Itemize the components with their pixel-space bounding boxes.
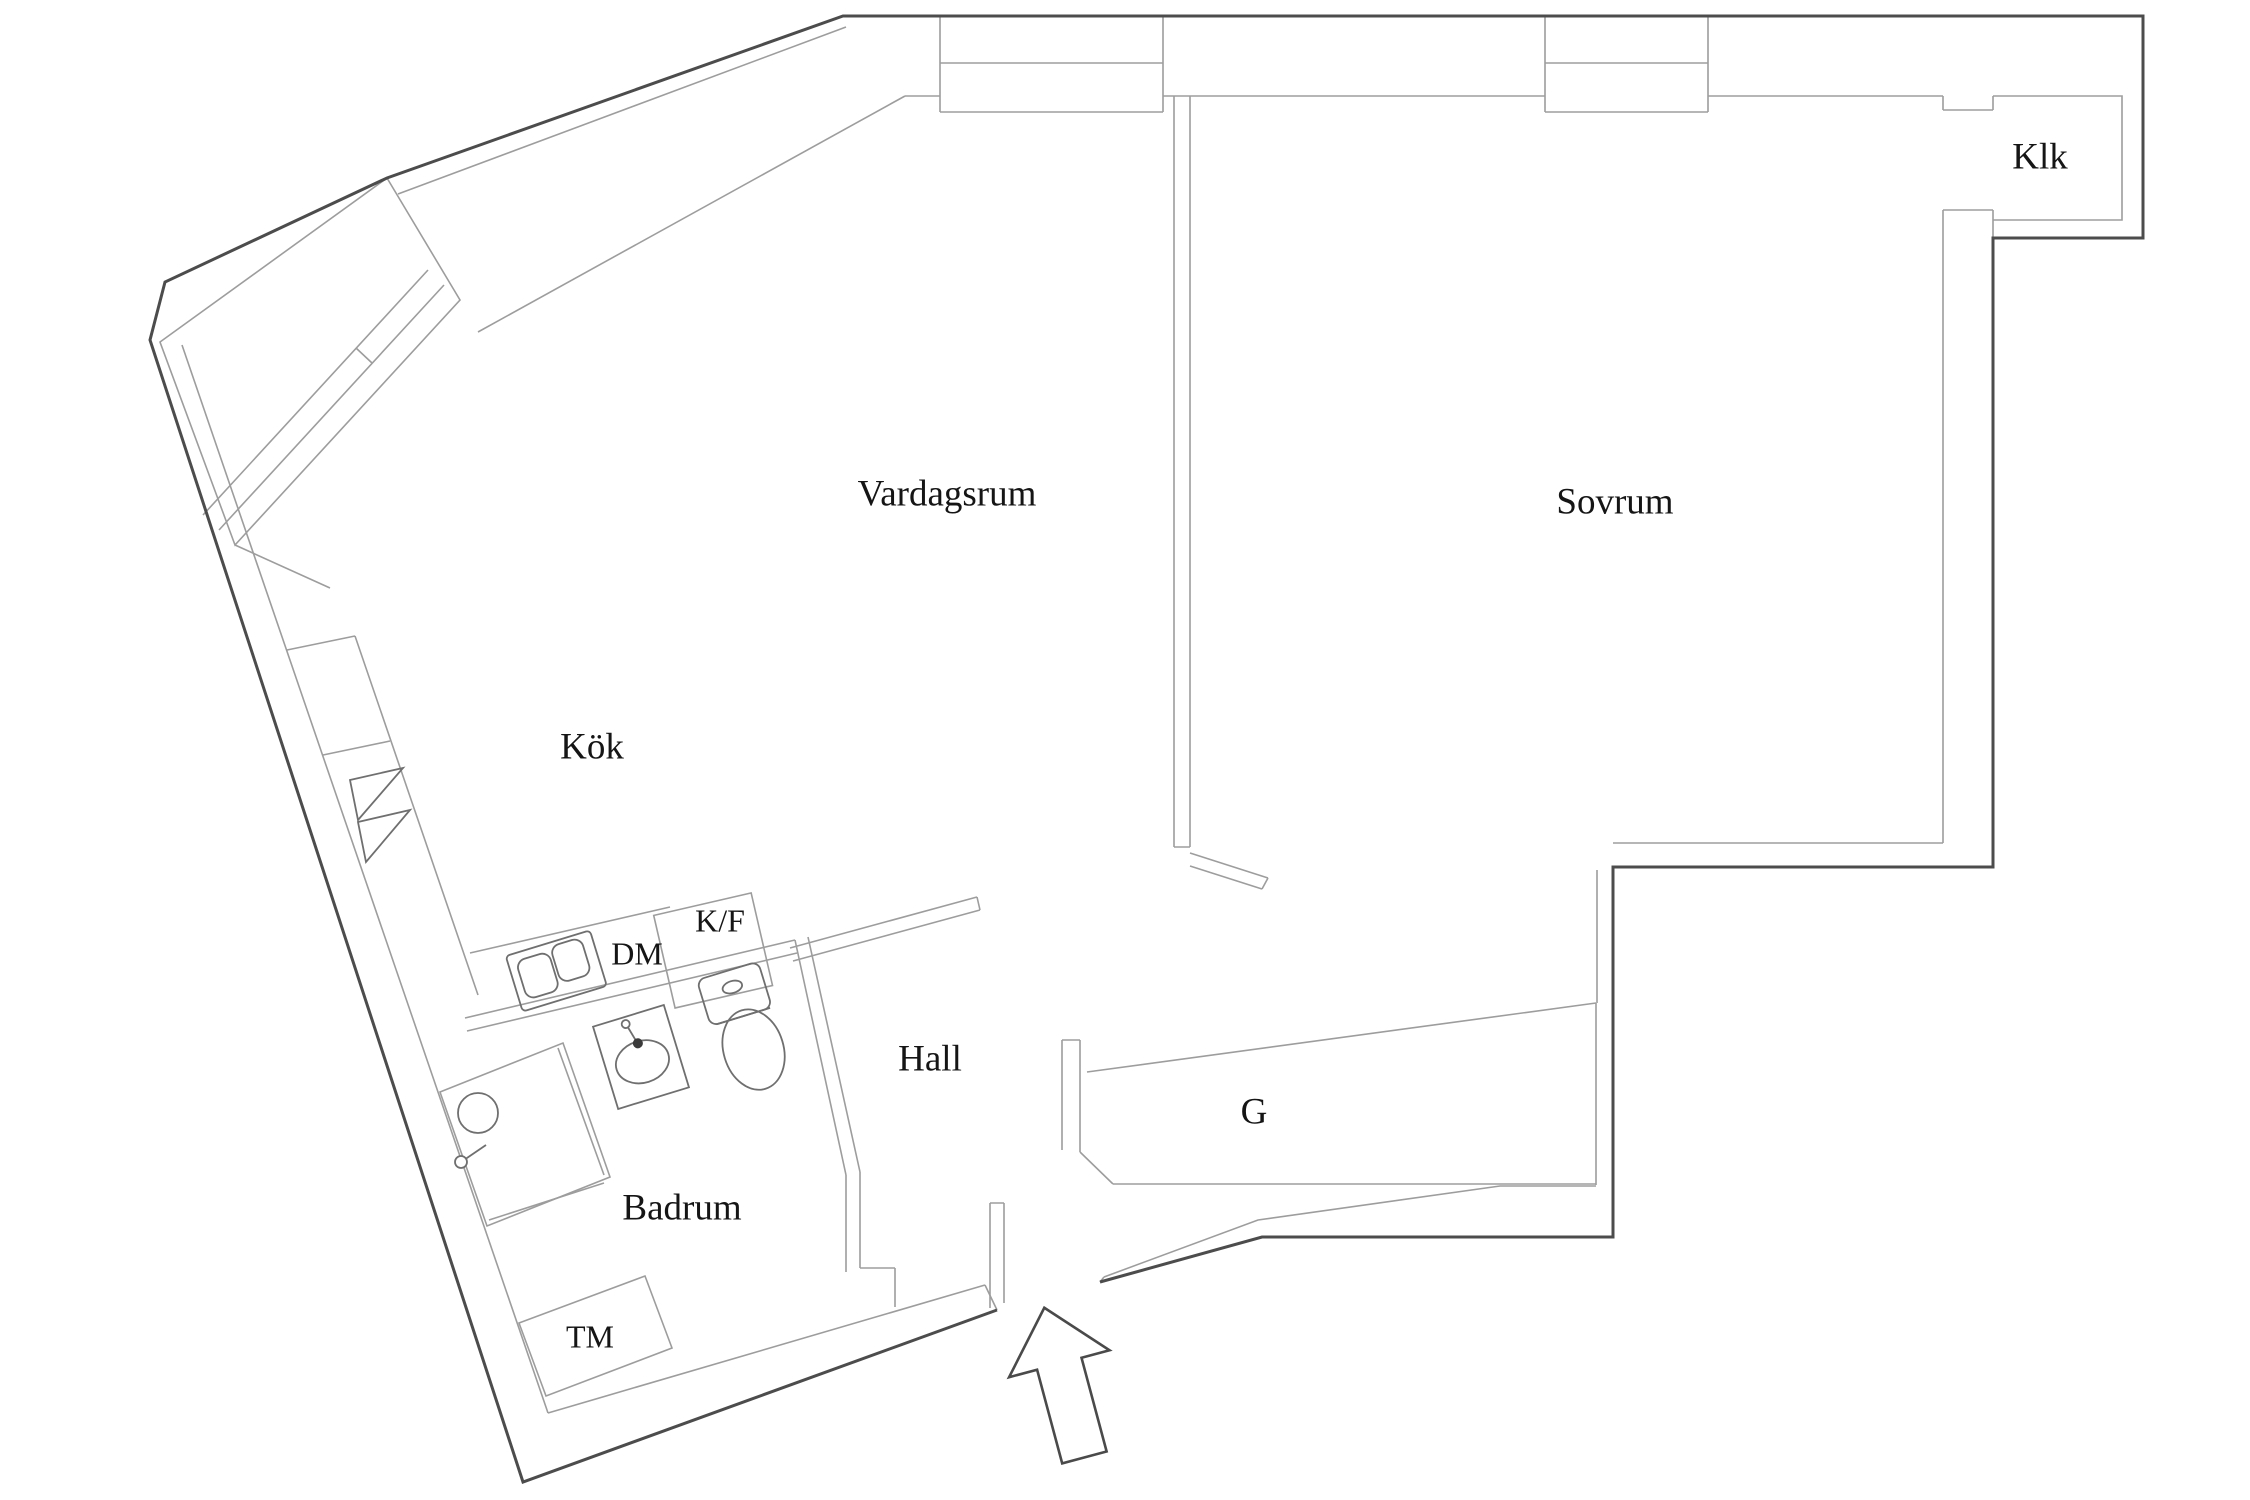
bathroom-fixtures [438, 962, 786, 1398]
toilet [697, 962, 786, 1091]
kitchen-fixtures [286, 635, 774, 1012]
label-vardagsrum: Vardagsrum [858, 473, 1037, 514]
label-dm: DM [611, 935, 663, 971]
label-hall: Hall [898, 1038, 962, 1079]
stove-symbol [348, 766, 413, 865]
labels: Vardagsrum Sovrum Klk Kök Hall G Badrum … [560, 136, 2068, 1354]
window-vardagsrum [939, 16, 1164, 113]
label-sovrum: Sovrum [1556, 481, 1673, 522]
walls-outer [148, 14, 2145, 1484]
balcony-bench-lines [202, 269, 445, 589]
label-kf: K/F [695, 902, 745, 938]
label-tm: TM [566, 1318, 614, 1354]
balcony [159, 176, 461, 589]
sink-dm [505, 930, 607, 1012]
walls-inner [181, 26, 2123, 1414]
kitchen-counter [286, 635, 671, 996]
washing-machine-box [517, 1274, 674, 1398]
washbasin [591, 1003, 691, 1111]
entrance-arrow [1006, 1305, 1113, 1465]
label-klk: Klk [2012, 136, 2068, 177]
label-badrum: Badrum [622, 1187, 741, 1228]
label-g: G [1241, 1091, 1268, 1132]
windows [939, 16, 1709, 113]
window-sovrum [1544, 16, 1709, 113]
fridge-freezer-box [652, 891, 774, 1009]
shower [438, 1041, 612, 1228]
label-kok: Kök [560, 726, 624, 767]
